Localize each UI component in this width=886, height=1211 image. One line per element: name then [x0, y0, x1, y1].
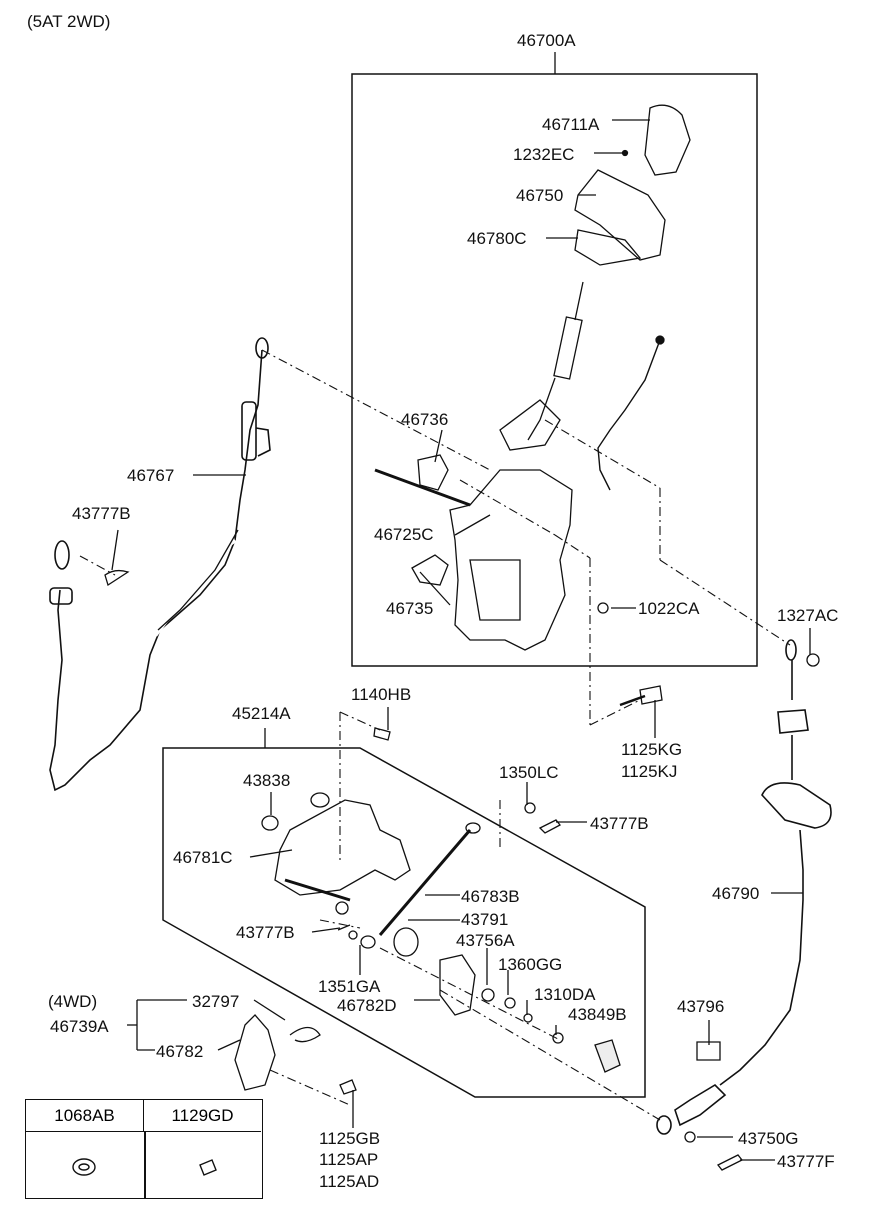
cable-46767	[49, 337, 271, 792]
label-46780C: 46780C	[467, 229, 527, 248]
bracket-46781C	[274, 799, 411, 896]
label-46783B: 46783B	[461, 887, 520, 906]
legend-divider	[144, 1132, 146, 1198]
label-43796: 43796	[677, 997, 725, 1016]
label-46790: 46790	[712, 884, 760, 903]
label-43777B-left: 43777B	[72, 504, 131, 523]
variant-label: (5AT 2WD)	[27, 12, 111, 31]
label-46767: 46767	[127, 466, 175, 485]
label-1310DA: 1310DA	[534, 985, 596, 1004]
label-4wd: (4WD)	[48, 992, 98, 1011]
rod-46783B	[378, 829, 472, 936]
legend-header-1129GD: 1129GD	[144, 1100, 261, 1132]
fastener-legend-table: 1068AB 1129GD	[25, 1099, 263, 1199]
label-1125AD: 1125AD	[319, 1172, 380, 1191]
label-43777F: 43777F	[777, 1152, 835, 1171]
label-43756A: 43756A	[456, 931, 515, 950]
label-46700A: 46700A	[517, 31, 576, 50]
lever-46782D	[439, 954, 476, 1016]
bolt-1129GD-icon	[199, 1159, 217, 1176]
label-46711A: 46711A	[542, 115, 600, 134]
label-1351GA: 1351GA	[318, 977, 381, 996]
label-1360GG: 1360GG	[498, 955, 563, 974]
label-1125KG: 1125KG	[621, 740, 683, 759]
indicator-46780C	[574, 229, 642, 266]
label-46739A: 46739A	[50, 1017, 109, 1036]
label-46781C: 46781C	[173, 848, 233, 867]
knob-46711A	[644, 104, 691, 176]
label-46735: 46735	[386, 599, 434, 618]
washer-1068AB-icon	[72, 1158, 96, 1176]
label-1125GB: 1125GB	[319, 1129, 381, 1148]
cable-46790	[656, 639, 832, 1135]
label-43777B-right: 43777B	[590, 814, 649, 833]
label-46736: 46736	[401, 410, 449, 429]
label-46750: 46750	[516, 186, 564, 205]
label-43838: 43838	[243, 771, 291, 790]
label-1125AP: 1125AP	[319, 1150, 379, 1169]
label-43750G: 43750G	[738, 1129, 799, 1148]
label-1327AC: 1327AC	[777, 606, 839, 625]
boot-46750	[574, 169, 666, 261]
label-46782D: 46782D	[337, 996, 397, 1015]
label-1140HB: 1140HB	[351, 685, 412, 704]
label-43777B-mid: 43777B	[236, 923, 295, 942]
label-32797: 32797	[192, 992, 240, 1011]
bracket-46700A	[449, 469, 573, 651]
label-43849B: 43849B	[568, 1005, 627, 1024]
label-43791: 43791	[461, 910, 509, 929]
label-1232EC: 1232EC	[513, 145, 575, 164]
shift-lever	[527, 281, 584, 441]
label-45214A: 45214A	[232, 704, 291, 723]
label-1350LC: 1350LC	[499, 763, 559, 782]
legend-header-1068AB: 1068AB	[26, 1100, 144, 1132]
clip-43777B-left	[104, 569, 130, 587]
label-1022CA: 1022CA	[638, 599, 700, 618]
assembly-box-45214A	[162, 747, 646, 1098]
label-46725C: 46725C	[374, 525, 434, 544]
label-46782: 46782	[156, 1042, 204, 1061]
label-1125KJ: 1125KJ	[621, 762, 678, 781]
